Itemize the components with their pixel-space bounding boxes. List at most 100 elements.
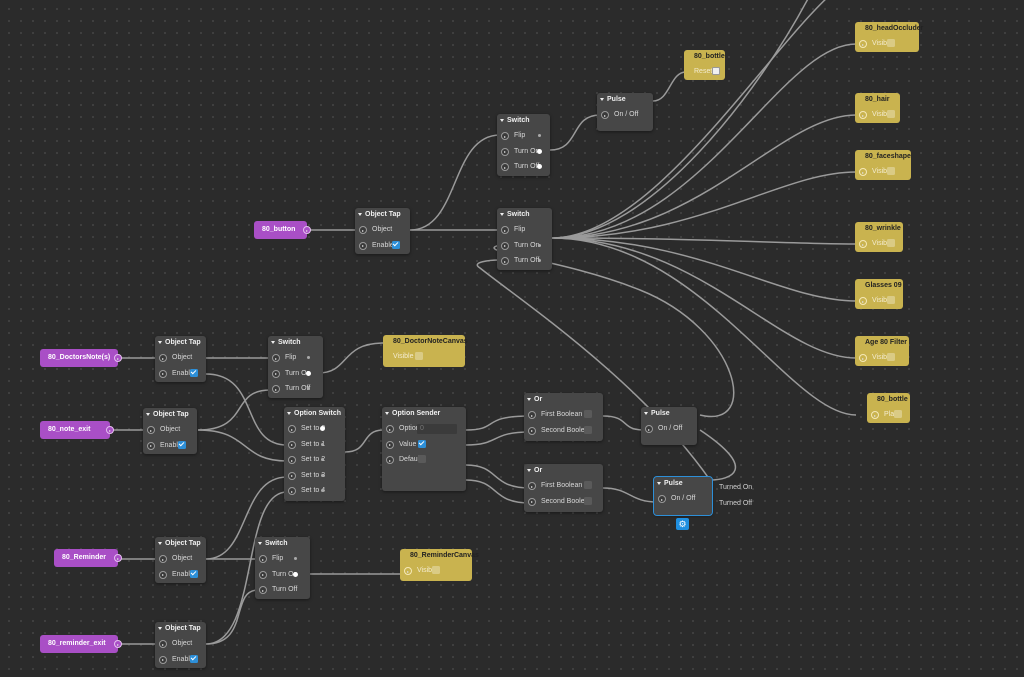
gear-icon[interactable]: ⚙	[676, 518, 689, 530]
port-row-turn-on[interactable]: Turn On	[497, 144, 550, 160]
port-icon[interactable]	[159, 354, 167, 362]
visible-checkbox[interactable]	[887, 296, 895, 304]
port-row-default[interactable]: Default	[382, 452, 466, 468]
port-row-turn-off[interactable]: Turn Off	[497, 159, 550, 175]
port-icon[interactable]	[859, 40, 867, 48]
default-checkbox[interactable]	[418, 455, 426, 463]
option-value-field[interactable]: 0	[417, 423, 457, 434]
port-icon[interactable]	[859, 354, 867, 362]
port-icon[interactable]	[871, 411, 879, 419]
port-row-enabled[interactable]: Enabled	[155, 652, 206, 668]
port-row-on-off[interactable]: On / Off	[597, 107, 653, 123]
port-row-visible[interactable]: Visible	[855, 164, 911, 179]
port-icon[interactable]	[272, 369, 280, 378]
port-row-object[interactable]: Object	[155, 636, 206, 652]
patch-object-note-exit[interactable]: 80_note_exit	[40, 421, 114, 439]
port-icon[interactable]	[528, 426, 536, 435]
port-row-object[interactable]: Object	[155, 350, 206, 366]
object-tap-node[interactable]: Object Tap Object Enabled	[355, 208, 410, 254]
port-row-enabled[interactable]: Enabled	[155, 366, 206, 382]
port-icon[interactable]	[147, 426, 155, 434]
port-icon[interactable]	[259, 555, 267, 563]
port-icon[interactable]	[159, 570, 167, 579]
port-icon[interactable]	[859, 297, 867, 305]
port-row-visible[interactable]: Visible	[400, 563, 472, 578]
patch-object-reminder[interactable]: 80_Reminder	[54, 549, 122, 567]
object-property-bottle-reset[interactable]: 80_bottle Reset	[684, 50, 725, 80]
port-icon[interactable]	[859, 111, 867, 119]
port-row-second-boolean[interactable]: Second Boolean	[524, 494, 603, 510]
port-icon[interactable]	[259, 586, 267, 594]
port-row-turn-off[interactable]: Turn Off	[497, 253, 552, 269]
patch-object-reminder-exit[interactable]: 80_reminder_exit	[40, 635, 122, 653]
second-boolean-checkbox[interactable]	[584, 425, 592, 434]
port-row-visible[interactable]: Visible	[383, 349, 465, 364]
port-icon[interactable]	[501, 147, 509, 156]
port-row-visible[interactable]: Visible	[855, 36, 919, 51]
port-icon[interactable]	[159, 369, 167, 378]
port-row-value[interactable]: Value	[382, 437, 466, 453]
visible-checkbox[interactable]	[432, 566, 440, 574]
port-row-second-boolean[interactable]: Second Boolean	[524, 423, 603, 439]
output-port-icon[interactable]	[114, 554, 122, 562]
port-icon[interactable]	[528, 482, 536, 490]
port-row-first-boolean[interactable]: First Boolean	[524, 407, 603, 423]
port-icon[interactable]	[288, 456, 296, 464]
port-row-flip[interactable]: Flip	[497, 128, 550, 144]
pulse-node-top[interactable]: Pulse On / Off	[597, 93, 653, 131]
or-node-2[interactable]: Or First Boolean Second Boolean	[524, 464, 603, 512]
port-icon[interactable]	[528, 411, 536, 419]
visible-checkbox[interactable]	[887, 39, 895, 47]
value-checkbox[interactable]	[418, 439, 426, 448]
output-turned-off-label[interactable]: Turned Off	[719, 500, 753, 507]
port-icon[interactable]	[259, 570, 267, 579]
port-row-turn-on[interactable]: Turn On	[255, 567, 310, 583]
port-row-play[interactable]: Play	[867, 407, 910, 422]
or-node-1[interactable]: Or First Boolean Second Boolean	[524, 393, 603, 441]
port-row-flip[interactable]: Flip	[255, 551, 310, 567]
port-icon[interactable]	[147, 441, 155, 450]
object-tap-node-note-exit[interactable]: Object Tap Object Enabled	[143, 408, 197, 454]
port-row-set4[interactable]: Set to 4	[284, 483, 345, 499]
enabled-checkbox[interactable]	[190, 368, 198, 377]
port-icon[interactable]	[501, 241, 509, 250]
port-icon[interactable]	[501, 257, 509, 265]
port-row-set2[interactable]: Set to 2	[284, 452, 345, 468]
port-row-object[interactable]: Object	[355, 222, 410, 238]
port-row-flip[interactable]: Flip	[268, 350, 323, 366]
port-icon[interactable]	[359, 241, 367, 250]
port-row-enabled[interactable]: Enabled	[155, 567, 206, 583]
object-property-headoccluder[interactable]: 80_headOccluder Visible	[855, 22, 923, 52]
port-icon[interactable]	[272, 354, 280, 362]
port-row-set1[interactable]: Set to 1	[284, 437, 345, 453]
second-boolean-checkbox[interactable]	[584, 496, 592, 505]
port-icon[interactable]	[386, 440, 394, 449]
switch-node-fan[interactable]: Switch Flip Turn On Turn Off	[497, 208, 552, 270]
object-property-doctornotecanvas[interactable]: 80_DoctorNoteCanvas Visible	[383, 335, 468, 367]
patch-object-doctorsnote[interactable]: 80_DoctorsNote(s)	[40, 349, 122, 367]
object-property-wrinkle[interactable]: 80_wrinkle Visible	[855, 222, 903, 252]
port-icon[interactable]	[386, 425, 394, 433]
port-row-visible[interactable]: Visible	[855, 236, 903, 251]
port-row-object[interactable]: Object	[143, 422, 197, 438]
port-row-enabled[interactable]: Enabled	[143, 438, 197, 454]
port-icon[interactable]	[359, 226, 367, 234]
visible-checkbox[interactable]	[887, 353, 895, 361]
port-icon[interactable]	[859, 168, 867, 176]
port-icon[interactable]	[501, 226, 509, 234]
port-icon[interactable]	[501, 163, 509, 171]
port-row-set3[interactable]: Set to 3	[284, 468, 345, 484]
port-icon[interactable]	[601, 111, 609, 119]
port-row-first-boolean[interactable]: First Boolean	[524, 478, 603, 494]
object-property-faceshape[interactable]: 80_faceshape Visible	[855, 150, 911, 180]
port-icon[interactable]	[528, 497, 536, 506]
port-icon[interactable]	[501, 132, 509, 140]
object-property-age-filter[interactable]: Age 80 Filter Visible	[855, 336, 909, 366]
port-row-visible[interactable]: Visible	[855, 350, 909, 365]
switch-node-reminder[interactable]: Switch Flip Turn On Turn Off	[255, 537, 310, 599]
port-row-on-off[interactable]: On / Off	[654, 491, 712, 507]
enabled-checkbox[interactable]	[190, 654, 198, 663]
option-switch-node[interactable]: Option Switch Set to 0 Set to 1 Set to 2…	[284, 407, 345, 501]
output-port-icon[interactable]	[114, 354, 122, 362]
patch-object-button[interactable]: 80_button	[254, 221, 311, 239]
